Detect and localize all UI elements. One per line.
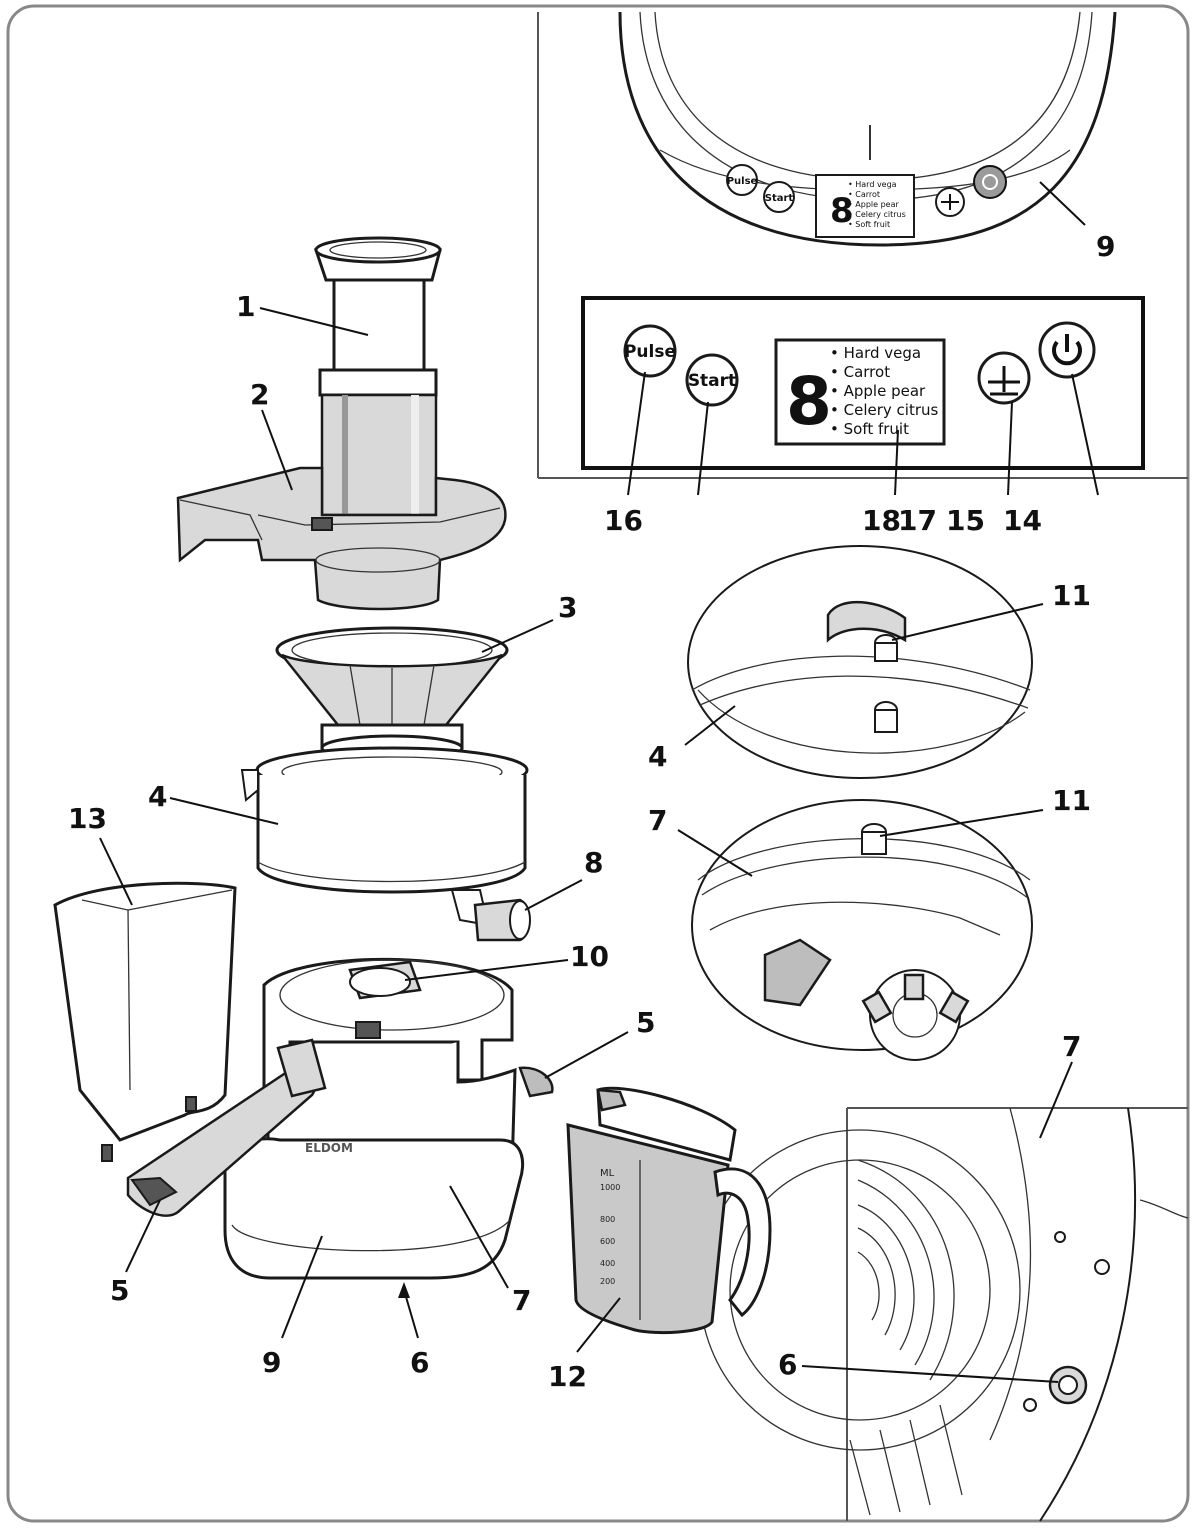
callout-11-bottom: 11 <box>1052 784 1091 817</box>
part-1-food-pusher <box>259 236 442 517</box>
svg-text:Start: Start <box>688 371 736 391</box>
callout-17: 17 <box>898 504 937 537</box>
callout-18: 18 <box>862 504 901 537</box>
part-13-pulp-container <box>53 837 237 1162</box>
control-panel-detail: Pulse Start 8 • Hard vega • Carrot • App… <box>581 296 1145 496</box>
inset-base-underside <box>699 1061 1189 1522</box>
callout-14: 14 <box>1003 504 1042 537</box>
start-button: Start <box>685 353 739 407</box>
callout-2: 2 <box>250 378 269 411</box>
menu-celery-citrus: • Celery citrus <box>830 401 938 419</box>
display-window <box>774 338 946 446</box>
svg-text:• Celery citrus: • Celery citrus <box>848 210 906 219</box>
callout-1: 1 <box>236 290 255 323</box>
callout-15: 15 <box>946 504 985 537</box>
callout-4: 4 <box>148 780 167 813</box>
callout-7-main: 7 <box>512 1284 531 1317</box>
menu-carrot: • Carrot <box>830 363 890 381</box>
detail-circle-top <box>684 545 1044 779</box>
jug-mark-800: 800 <box>600 1215 615 1224</box>
part-7-9-motor-base: ELDOM <box>223 957 569 1339</box>
svg-text:• Soft fruit: • Soft fruit <box>848 220 890 229</box>
plus-minus-button <box>977 351 1031 405</box>
power-button <box>1038 321 1096 379</box>
callout-3: 3 <box>558 591 577 624</box>
mini-menu: • Hard vega • Carrot • Apple pear • Cele… <box>848 180 906 229</box>
digit-display: 8 <box>786 363 832 440</box>
detail-circle-bottom <box>677 799 1044 1061</box>
svg-text:• Apple pear: • Apple pear <box>848 200 899 209</box>
jug-mark-1000: 1000 <box>600 1183 620 1192</box>
menu-hard-vega: • Hard vega <box>830 344 921 362</box>
jug-unit: ML <box>600 1168 615 1179</box>
mini-pulse-label: Pulse <box>727 176 758 187</box>
callout-7-detail: 7 <box>648 804 667 837</box>
part-5-locking-arm <box>125 1031 629 1273</box>
part-8-juice-spout <box>473 879 583 942</box>
callout-7-inset: 7 <box>1062 1030 1081 1063</box>
callout-4-detail: 4 <box>648 740 667 773</box>
pulse-button: Pulse <box>623 324 677 378</box>
callout-8: 8 <box>584 846 603 879</box>
jug-mark-600: 600 <box>600 1237 615 1246</box>
callout-9-top: 9 <box>1096 230 1115 263</box>
inset-control-base: Pulse Start 8 • Hard vega • Carrot • App… <box>537 11 1188 479</box>
svg-text:• Carrot: • Carrot <box>848 190 880 199</box>
callout-16: 16 <box>604 504 643 537</box>
callout-6-main: 6 <box>410 1346 429 1379</box>
part-3-filter-basket <box>275 619 554 762</box>
part-2-lid-chute <box>176 409 507 611</box>
menu-soft-fruit: • Soft fruit <box>830 420 909 438</box>
svg-text:Pulse: Pulse <box>624 342 676 362</box>
outer-frame <box>6 4 1190 1523</box>
callout-9-main: 9 <box>262 1346 281 1379</box>
jug-mark-400: 400 <box>600 1259 615 1268</box>
mini-start-label: Start <box>765 193 794 204</box>
svg-text:• Hard vega: • Hard vega <box>848 180 897 189</box>
callout-13: 13 <box>68 802 107 835</box>
callout-6-inset: 6 <box>778 1348 797 1381</box>
program-menu: • Hard vega • Carrot • Apple pear • Cele… <box>830 344 938 438</box>
callout-5-right: 5 <box>636 1006 655 1039</box>
callout-10: 10 <box>570 940 609 973</box>
callout-11-top: 11 <box>1052 579 1091 612</box>
part-12-juice-jug: ML 1000 800 600 400 200 <box>566 1086 772 1353</box>
jug-mark-200: 200 <box>600 1277 615 1286</box>
menu-apple-pear: • Apple pear <box>830 382 926 400</box>
part-4-juice-bowl <box>169 746 529 927</box>
callout-5-left: 5 <box>110 1274 129 1307</box>
base-brand: ELDOM <box>305 1141 353 1155</box>
mini-digit: 8 <box>830 191 854 231</box>
callout-12: 12 <box>548 1360 587 1393</box>
